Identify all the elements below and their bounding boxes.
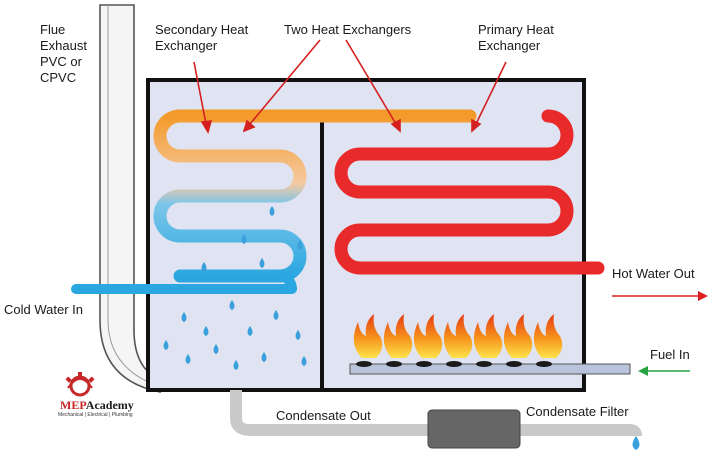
water-droplet-icon xyxy=(261,352,267,362)
flame-icon xyxy=(533,314,563,358)
flame-icon xyxy=(473,314,503,358)
flame-icon xyxy=(503,314,533,358)
hot-water-out-arrow xyxy=(612,291,708,301)
mep-academy-logo: MEPAcademy Mechanical | Electrical | Plu… xyxy=(52,370,152,422)
two-heat-exchangers-label: Two Heat Exchangers xyxy=(284,22,412,37)
condensate-pipe xyxy=(230,390,642,437)
water-droplet-icon xyxy=(181,312,187,322)
water-droplet-icon xyxy=(247,326,253,336)
water-droplet-icon xyxy=(269,206,275,216)
secondary-heat-exchanger-coil xyxy=(153,109,477,283)
label-pointer-arrows xyxy=(193,39,507,135)
logo-name-part1: MEP xyxy=(60,398,86,412)
hot-water-out-label: Hot Water Out xyxy=(612,266,695,281)
water-droplet-icon xyxy=(295,330,301,340)
fuel-in-arrow xyxy=(638,366,690,376)
flame-icon xyxy=(383,314,413,358)
water-droplet-icon xyxy=(203,326,209,336)
water-droplet-icon xyxy=(259,258,265,268)
water-droplet-icon xyxy=(163,340,169,350)
condensate-droplets xyxy=(163,206,307,370)
condensate-out-label: Condensate Out xyxy=(276,408,371,423)
burner-ports xyxy=(356,361,552,367)
cold-water-pipe-connector xyxy=(279,271,298,290)
burner-flames xyxy=(353,314,563,358)
logo-name: MEPAcademy xyxy=(60,398,134,413)
water-droplet-icon xyxy=(632,436,640,450)
secondary-heat-exchanger-label: Secondary Heat Exchanger xyxy=(155,22,249,53)
water-droplet-icon xyxy=(213,344,219,354)
flame-icon xyxy=(413,314,443,358)
condensate-filter xyxy=(427,409,521,449)
flame-icon xyxy=(353,314,383,358)
primary-heat-exchanger-coil xyxy=(334,109,605,275)
condensate-filter-label: Condensate Filter xyxy=(526,404,629,419)
water-droplet-icon xyxy=(233,360,239,370)
fuel-in-label: Fuel In xyxy=(650,347,690,362)
primary-heat-exchanger-label: Primary Heat Exchanger xyxy=(478,22,554,53)
water-droplet-icon xyxy=(273,310,279,320)
logo-name-part2: Academy xyxy=(85,398,134,412)
flame-icon xyxy=(443,314,473,358)
cold-water-in-label: Cold Water In xyxy=(4,302,83,317)
water-droplet-icon xyxy=(241,234,247,244)
water-droplet-icon xyxy=(301,356,307,366)
gear-logo-icon xyxy=(65,372,95,397)
water-droplet-icon xyxy=(229,300,235,310)
water-droplet-icon xyxy=(297,240,303,250)
water-droplet-icon xyxy=(185,354,191,364)
logo-tagline: Mechanical | Electrical | Plumbing xyxy=(58,412,133,418)
water-droplet-icon xyxy=(201,262,207,272)
flue-exhaust-label: Flue Exhaust PVC or CPVC xyxy=(40,22,87,85)
